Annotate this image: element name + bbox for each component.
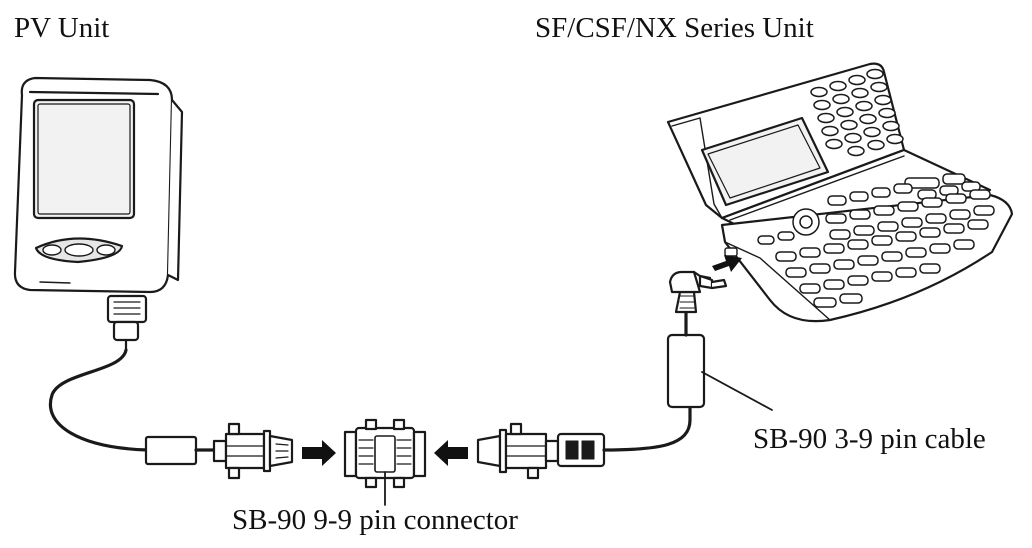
arrow-into-jack-port [712, 255, 742, 272]
cable-3-9-label: SB-90 3-9 pin cable [753, 425, 986, 454]
pv-unit-label: PV Unit [14, 14, 109, 43]
cable-3-9-box [668, 312, 772, 410]
pv-cable [50, 350, 148, 450]
left-cable-box [146, 437, 214, 464]
adapter-9-9 [345, 420, 425, 505]
left-db9-connector [214, 424, 292, 478]
connector-9-9-label: SB-90 9-9 pin connector [232, 506, 518, 535]
arrow-right-to-adapter [302, 440, 336, 466]
cable-3-9 [604, 405, 690, 450]
mini-jack-plug [670, 272, 726, 312]
sf-unit-label: SF/CSF/NX Series Unit [535, 14, 814, 43]
right-db9-connector [478, 424, 604, 478]
arrow-left-to-adapter [434, 440, 468, 466]
pv-unit-device [15, 78, 182, 350]
